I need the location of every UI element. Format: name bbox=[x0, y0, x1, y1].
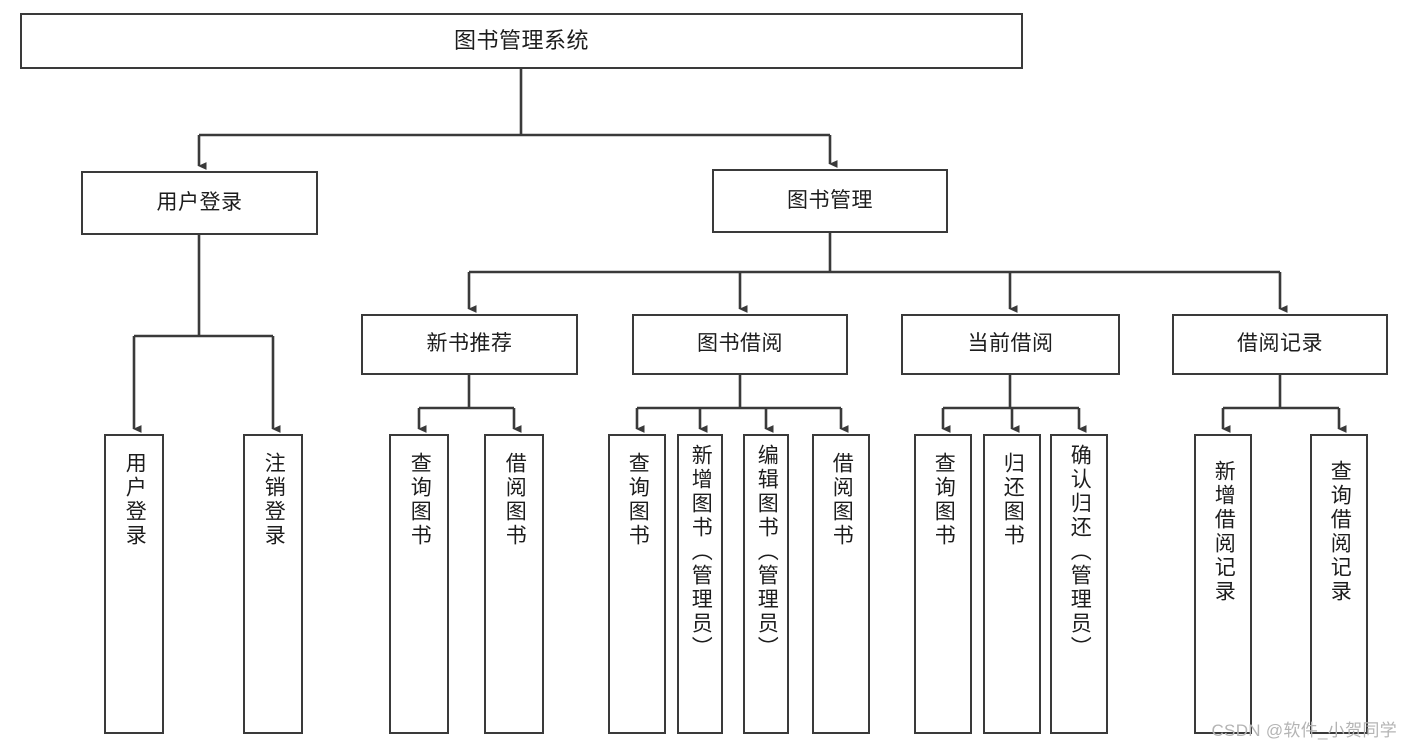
node-leaf-query-book-3-label: 查询图书 bbox=[932, 452, 956, 548]
node-root-label: 图书管理系统 bbox=[453, 28, 589, 54]
node-leaf-confirm-return-label: 确认归还（管理员） bbox=[1068, 444, 1092, 660]
node-leaf-borrow-book-1[interactable]: 借阅图书 bbox=[484, 434, 544, 734]
node-leaf-user-login[interactable]: 用户登录 bbox=[104, 434, 164, 734]
node-leaf-user-login-label: 用户登录 bbox=[123, 452, 147, 548]
node-leaf-return-book-label: 归还图书 bbox=[1001, 452, 1025, 548]
node-leaf-borrow-book-2[interactable]: 借阅图书 bbox=[812, 434, 870, 734]
node-current-borrow[interactable]: 当前借阅 bbox=[901, 314, 1120, 375]
node-leaf-user-logout-label: 注销登录 bbox=[262, 452, 286, 548]
node-leaf-query-book-2[interactable]: 查询图书 bbox=[608, 434, 666, 734]
watermark-text: CSDN @软件_小贺同学 bbox=[1211, 721, 1397, 740]
node-leaf-query-book-1-label: 查询图书 bbox=[408, 452, 432, 548]
node-leaf-confirm-return[interactable]: 确认归还（管理员） bbox=[1050, 434, 1108, 734]
node-leaf-return-book[interactable]: 归还图书 bbox=[983, 434, 1041, 734]
node-leaf-query-record-label: 查询借阅记录 bbox=[1328, 460, 1352, 604]
node-new-book-recommend[interactable]: 新书推荐 bbox=[361, 314, 578, 375]
node-leaf-query-book-1[interactable]: 查询图书 bbox=[389, 434, 449, 734]
node-user-login-label: 用户登录 bbox=[156, 190, 243, 214]
node-leaf-add-book[interactable]: 新增图书（管理员） bbox=[677, 434, 723, 734]
node-current-borrow-label: 当前借阅 bbox=[967, 332, 1054, 356]
node-leaf-edit-book[interactable]: 编辑图书（管理员） bbox=[743, 434, 789, 734]
node-leaf-user-logout[interactable]: 注销登录 bbox=[243, 434, 303, 734]
node-leaf-borrow-book-2-label: 借阅图书 bbox=[830, 452, 854, 548]
node-root[interactable]: 图书管理系统 bbox=[20, 13, 1023, 69]
node-leaf-query-book-3[interactable]: 查询图书 bbox=[914, 434, 972, 734]
node-leaf-add-record-label: 新增借阅记录 bbox=[1212, 460, 1236, 604]
node-book-manage[interactable]: 图书管理 bbox=[712, 169, 948, 233]
node-leaf-add-record[interactable]: 新增借阅记录 bbox=[1194, 434, 1252, 734]
node-leaf-borrow-book-1-label: 借阅图书 bbox=[503, 452, 527, 548]
node-book-borrow[interactable]: 图书借阅 bbox=[632, 314, 848, 375]
node-book-borrow-label: 图书借阅 bbox=[697, 332, 783, 356]
node-leaf-query-book-2-label: 查询图书 bbox=[626, 452, 650, 548]
node-book-manage-label: 图书管理 bbox=[787, 188, 873, 212]
node-borrow-record[interactable]: 借阅记录 bbox=[1172, 314, 1388, 375]
node-leaf-query-record[interactable]: 查询借阅记录 bbox=[1310, 434, 1368, 734]
node-user-login[interactable]: 用户登录 bbox=[81, 171, 318, 235]
node-borrow-record-label: 借阅记录 bbox=[1237, 332, 1323, 356]
node-leaf-add-book-label: 新增图书（管理员） bbox=[689, 444, 713, 660]
node-new-book-recommend-label: 新书推荐 bbox=[426, 332, 513, 356]
node-leaf-edit-book-label: 编辑图书（管理员） bbox=[755, 444, 779, 660]
